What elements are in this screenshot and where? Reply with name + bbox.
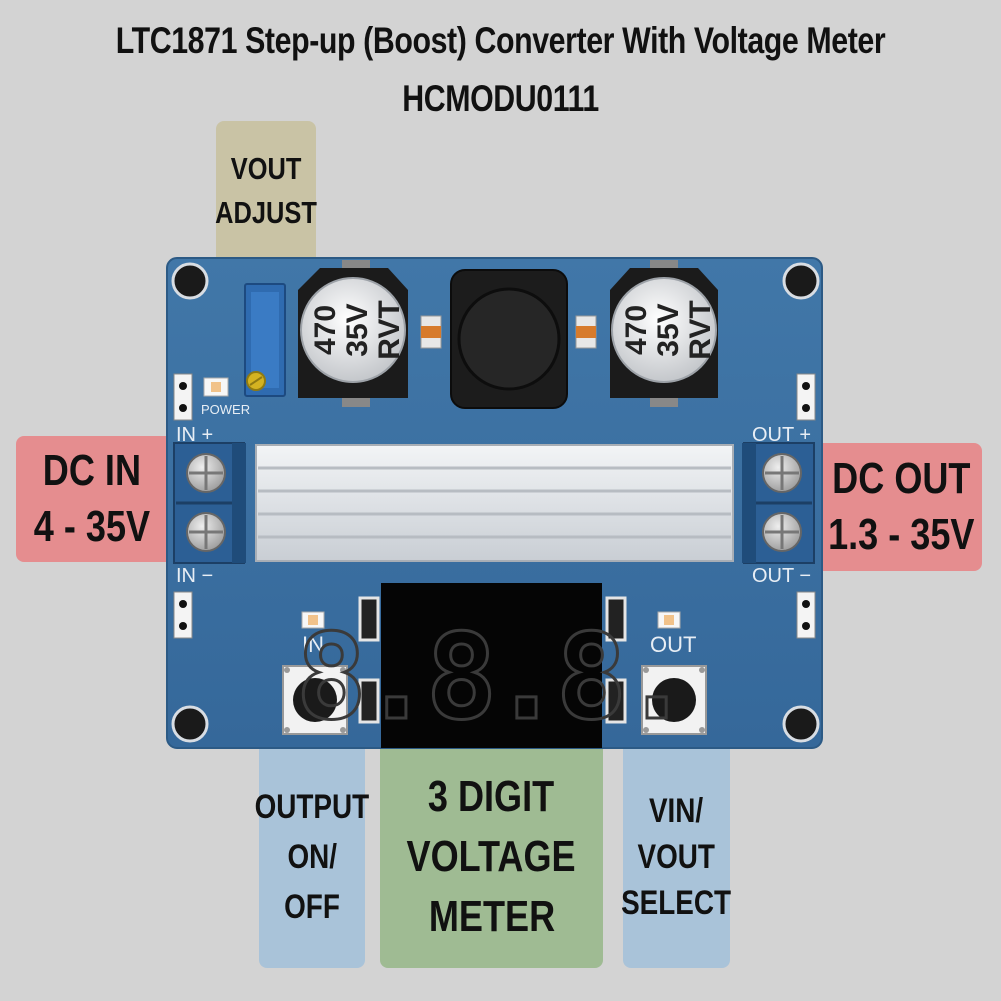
display-digits: 8.8.8.	[296, 608, 686, 746]
vout-adjust-label: VOUT ADJUST	[215, 121, 317, 261]
power-label: POWER	[201, 402, 250, 417]
seven-segment-display	[381, 583, 602, 748]
mounting-hole-bottom-right	[782, 705, 820, 743]
inductor	[450, 269, 568, 409]
vin-vout-select-button[interactable]	[641, 665, 707, 735]
capacitor-left-voltage: 35V	[341, 303, 374, 356]
vin-vout-select-line-2: VOUT	[637, 838, 716, 876]
dc-in-line-1: DC IN	[42, 446, 142, 495]
vout-adjust-line-1: VOUT	[230, 151, 302, 186]
in-plus-label: IN +	[176, 424, 213, 446]
header-pins-bottom-right	[796, 591, 816, 639]
in-led-label: IN	[302, 632, 324, 657]
mounting-hole-top-right	[782, 262, 820, 300]
power-led	[203, 377, 229, 397]
vin-vout-select-line-3: SELECT	[621, 884, 732, 922]
in-minus-label: IN −	[176, 565, 213, 587]
capacitor-right: 470 35V RVT	[610, 260, 718, 407]
voltage-meter-line-1: 3 DIGIT	[428, 772, 555, 821]
vin-vout-select-line-1: VIN/	[649, 792, 704, 830]
out-led	[657, 611, 681, 629]
smd-part-1	[358, 596, 380, 642]
output-on-off-line-1: OUTPUT	[254, 788, 370, 826]
output-on-off-label: OUTPUT ON/ OFF	[255, 746, 369, 968]
mounting-hole-bottom-left	[171, 705, 209, 743]
input-screw-positive[interactable]	[186, 453, 226, 493]
header-pins-top-right	[796, 373, 816, 421]
capacitor-left: 470 35V RVT	[298, 260, 408, 407]
voltage-meter-label: 3 DIGIT VOLTAGE METER	[380, 746, 603, 968]
out-led-label: OUT	[650, 632, 696, 657]
input-terminal-block	[173, 442, 246, 564]
vout-adjust-line-2: ADJUST	[215, 195, 317, 230]
dc-in-label: DC IN 4 - 35V	[16, 436, 168, 562]
input-screw-negative[interactable]	[186, 512, 226, 552]
smd-resistor-right	[575, 315, 597, 349]
dc-out-line-2: 1.3 - 35V	[827, 510, 975, 559]
capacitor-left-series: RVT	[373, 300, 406, 359]
output-on-off-button[interactable]	[282, 665, 348, 735]
dc-out-label: DC OUT 1.3 - 35V	[820, 443, 982, 571]
vout-potentiometer[interactable]	[244, 283, 286, 397]
output-screw-positive[interactable]	[762, 453, 802, 493]
output-screw-negative[interactable]	[762, 512, 802, 552]
dc-in-line-2: 4 - 35V	[33, 502, 151, 551]
smd-part-2	[358, 678, 380, 724]
header-pins-bottom-left	[173, 591, 193, 639]
title-line-2: HCMODU0111	[402, 78, 599, 119]
in-led	[301, 611, 325, 629]
capacitor-right-series: RVT	[684, 300, 717, 359]
voltage-meter-line-2: VOLTAGE	[406, 832, 577, 881]
header-pins-top-left	[173, 373, 193, 421]
dc-out-line-1: DC OUT	[831, 454, 971, 503]
heatsink	[255, 444, 734, 562]
mounting-hole-top-left	[171, 262, 209, 300]
voltage-meter-line-3: METER	[428, 892, 555, 941]
title-line-1: LTC1871 Step-up (Boost) Converter With V…	[115, 20, 886, 61]
capacitor-right-voltage: 35V	[652, 303, 685, 356]
pcb	[166, 257, 823, 749]
vin-vout-select-label: VIN/ VOUT SELECT	[621, 746, 732, 968]
smd-part-3	[605, 596, 627, 642]
capacitor-left-value: 470	[309, 305, 342, 355]
output-terminal-block	[742, 442, 815, 564]
capacitor-right-value: 470	[620, 305, 653, 355]
smd-resistor-left	[420, 315, 442, 349]
out-plus-label: OUT +	[752, 424, 811, 446]
output-on-off-line-2: ON/	[287, 838, 337, 876]
output-on-off-line-3: OFF	[284, 888, 340, 926]
out-minus-label: OUT −	[752, 565, 811, 587]
smd-part-4	[605, 678, 627, 724]
